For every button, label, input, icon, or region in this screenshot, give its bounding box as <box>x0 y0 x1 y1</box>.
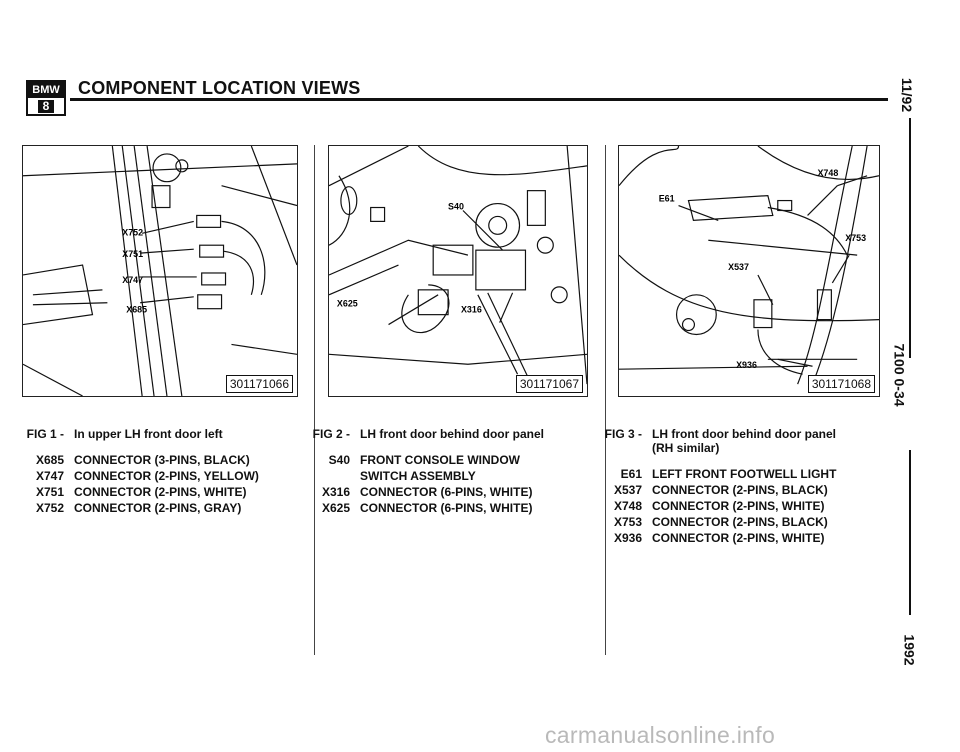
callout-x751: X751 <box>122 249 143 259</box>
door-panel-illustration: S40 X625 X316 <box>329 146 587 385</box>
bmw-logo-icon: BMW 8 <box>26 80 66 116</box>
callout-x753: X753 <box>845 233 866 243</box>
figure-3-number: 301171068 <box>807 375 875 393</box>
watermark: carmanualsonline.info <box>545 722 776 748</box>
callout-x748: X748 <box>817 168 838 178</box>
figure-1-caption: FIG 1 -In upper LH front door left <box>26 427 223 441</box>
figure-3-caption: FIG 3 -LH front door behind door panel (… <box>604 427 836 455</box>
callout-x625: X625 <box>337 299 358 309</box>
figure-1-number: 301171066 <box>225 375 293 393</box>
door-panel-rear-illustration: X748 E61 X753 X537 X936 <box>619 146 879 385</box>
page-title: COMPONENT LOCATION VIEWS <box>78 78 361 98</box>
figure-3-illustration: X748 E61 X753 X537 X936 301171068 <box>618 145 880 397</box>
callout-x936: X936 <box>736 360 757 370</box>
callout-x685: X685 <box>126 305 147 315</box>
callout-x316: X316 <box>461 305 482 315</box>
callout-s40: S40 <box>448 201 464 211</box>
margin-line-top <box>909 118 911 358</box>
callout-x752: X752 <box>122 227 143 237</box>
margin-year: 1992 <box>901 634 918 666</box>
title-rule <box>70 98 888 101</box>
logo-top-text: BMW <box>28 82 64 98</box>
figure-1-illustration: X752 X751 X747 X685 301171066 <box>22 145 298 397</box>
figure-2-number: 301171067 <box>515 375 583 393</box>
margin-line-bottom <box>909 450 911 615</box>
callout-x747: X747 <box>122 275 143 285</box>
callout-e61: E61 <box>659 194 675 204</box>
logo-bottom-text: 8 <box>37 99 55 113</box>
column-rule-1 <box>314 145 315 655</box>
figure-2-caption: FIG 2 -LH front door behind door panel <box>312 427 544 441</box>
column-rule-2 <box>605 145 606 655</box>
margin-date: 11/92 <box>899 77 916 113</box>
margin-page-number: 7100 0-34 <box>891 343 908 407</box>
callout-x537: X537 <box>728 262 749 272</box>
figure-2-illustration: S40 X625 X316 301171067 <box>328 145 588 397</box>
door-upper-illustration: X752 X751 X747 X685 <box>23 146 297 396</box>
